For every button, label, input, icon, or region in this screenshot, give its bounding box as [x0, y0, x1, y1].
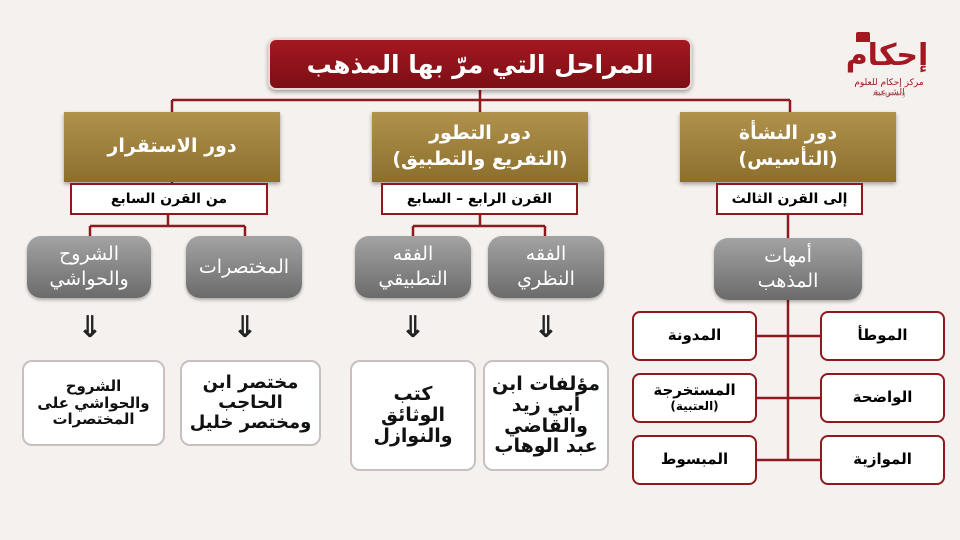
phase-founding-subtitle: (التأسيس)	[738, 148, 838, 170]
phase-stability: دور الاستقرار	[64, 112, 280, 182]
down-arrow-icon: ⇓	[232, 309, 258, 345]
brand-logo: إحكام مركز إحكام للعلوم الشرعية Ahkam.or…	[842, 28, 938, 102]
logo-url: Ahkam.org	[872, 91, 906, 98]
book-line: ومختصر خليل	[189, 411, 312, 433]
book-mawwaziya: الموازية	[820, 435, 945, 485]
book-line: أبي زيد	[511, 393, 581, 416]
phase-founding-era: إلى القرن الثالث	[716, 183, 863, 215]
phase-founding: دور النشأة (التأسيس)	[680, 112, 896, 182]
page-title: المراحل التي مرّ بها المذهب	[268, 38, 692, 90]
book-line: والنوازل	[373, 424, 453, 447]
branch-label: والحواشي	[49, 268, 129, 290]
book-icon	[856, 32, 870, 42]
branch-label: المذهب	[757, 270, 819, 292]
down-arrow-icon: ⇓	[400, 309, 426, 345]
branch-label: الفقه	[392, 243, 434, 266]
book-line: مؤلفات ابن	[491, 372, 601, 395]
branch-applied-fiqh: الفقه التطبيقي	[355, 236, 471, 298]
book-line: المختصرات	[52, 410, 135, 429]
book-title: المبسوط	[660, 450, 729, 469]
books-commentaries: الشروح والحواشي على المختصرات	[22, 360, 165, 446]
book-subtitle: (العتبية)	[670, 398, 719, 413]
books-abridgments: مختصر ابن الحاجب ومختصر خليل	[180, 360, 321, 446]
book-mustakhraja: المستخرجة (العتبية)	[632, 373, 757, 423]
phase-founding-title: دور النشأة	[738, 122, 838, 145]
books-applied: كتب الوثائق والنوازل	[350, 360, 476, 471]
book-line: مختصر ابن	[202, 372, 299, 394]
branch-label: أمهات	[764, 245, 812, 268]
down-arrow-icon: ⇓	[533, 309, 559, 345]
phase-development: دور التطور (التفريع والتطبيق)	[372, 112, 588, 182]
book-mabsut: المبسوط	[632, 435, 757, 485]
phase-development-title: دور التطور	[429, 122, 531, 145]
book-line: الوثائق	[380, 404, 446, 427]
book-title: الموطأ	[857, 326, 908, 345]
logo-subtitle: مركز إحكام للعلوم الشرعية	[854, 78, 924, 98]
branch-commentaries: الشروح والحواشي	[27, 236, 151, 298]
branch-label: الفقه	[525, 243, 567, 266]
phase-development-subtitle: (التفريع والتطبيق)	[392, 148, 568, 170]
branch-label: الشروح	[59, 243, 119, 266]
book-muwatta: الموطأ	[820, 311, 945, 361]
books-theoretical: مؤلفات ابن أبي زيد والقاضي عبد الوهاب	[483, 360, 609, 471]
phase-development-era: القرن الرابع – السابع	[381, 183, 578, 215]
book-line: الشروح	[65, 377, 122, 396]
book-title: الموازية	[853, 450, 912, 469]
phase-stability-title: دور الاستقرار	[107, 135, 237, 158]
book-line: عبد الوهاب	[494, 435, 598, 458]
book-title: المدونة	[667, 326, 722, 345]
branch-abridgments: المختصرات	[186, 236, 302, 298]
branch-label: النظري	[517, 268, 575, 290]
book-title: المستخرجة	[653, 381, 736, 400]
branch-mother-books: أمهات المذهب	[714, 238, 862, 300]
book-wadiha: الواضحة	[820, 373, 945, 423]
book-line: والقاضي	[504, 414, 588, 437]
phase-stability-era: من القرن السابع	[70, 183, 268, 215]
down-arrow-icon: ⇓	[77, 309, 103, 345]
book-line: الحاجب	[218, 392, 283, 414]
branch-label: التطبيقي	[378, 268, 448, 290]
branch-theoretical-fiqh: الفقه النظري	[488, 236, 604, 298]
book-line: كتب	[393, 383, 433, 406]
book-line: والحواشي على	[37, 393, 150, 412]
logo-name: إحكام	[845, 38, 929, 73]
book-title: الواضحة	[852, 388, 913, 407]
branch-label: المختصرات	[198, 255, 290, 278]
book-mudawwana: المدونة	[632, 311, 757, 361]
